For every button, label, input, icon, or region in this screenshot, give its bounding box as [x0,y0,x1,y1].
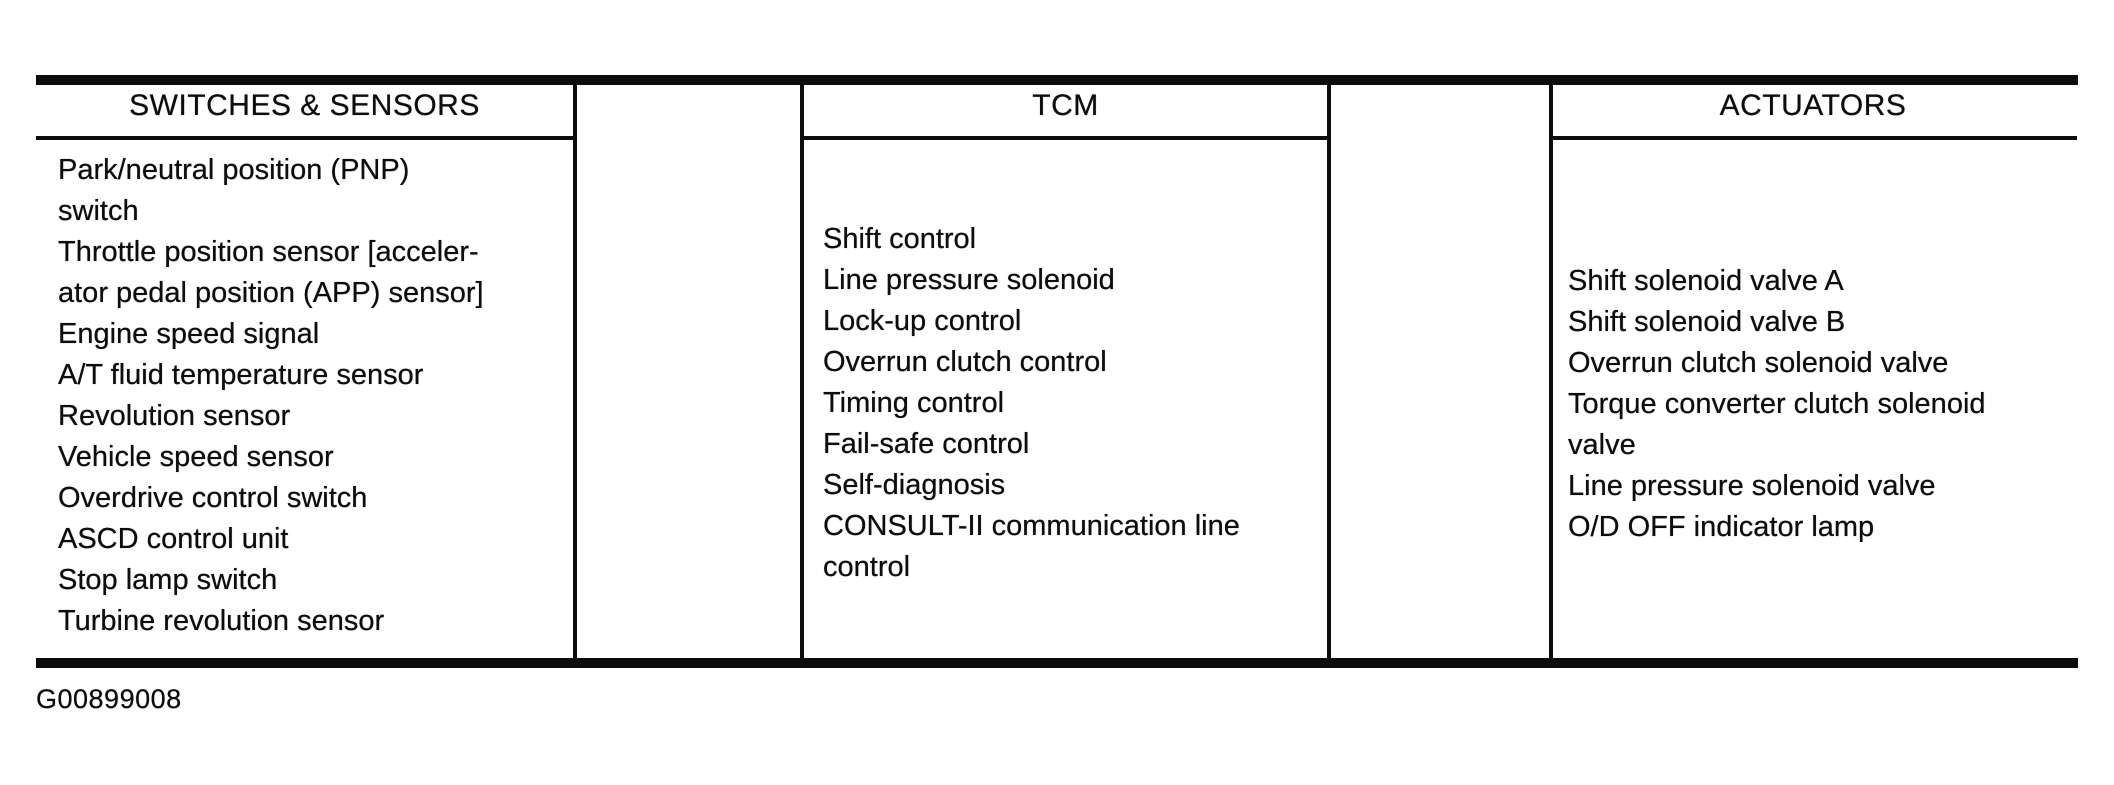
text-line: Torque converter clutch solenoid [1568,388,1986,420]
text-line: Engine speed signal [58,318,320,350]
text-line: Shift solenoid valve B [1568,306,1846,338]
text-line: Overrun clutch control [823,346,1107,378]
header-underline-tcm [800,136,1331,140]
text-line: O/D OFF indicator lamp [1568,511,1875,543]
text-line: Shift solenoid valve A [1568,265,1844,297]
divider-col3-left [1549,80,1553,662]
column-header-actuators: ACTUATORS [1719,89,1907,122]
column-header-tcm: TCM [1032,89,1099,122]
divider-col2-left [800,80,804,662]
text-line: Line pressure solenoid [823,264,1115,296]
text-line: CONSULT-II communication line [823,510,1240,542]
divider-col1-right [573,80,577,662]
column-header-switches-sensors: SWITCHES & SENSORS [129,89,480,122]
text-line: Stop lamp switch [58,564,278,596]
text-line: Self-diagnosis [823,469,1006,501]
text-line: Overdrive control switch [58,482,368,514]
text-line: Throttle position sensor [acceler- [58,236,479,268]
text-line: Turbine revolution sensor [58,605,385,637]
text-line: Shift control [823,223,977,255]
figure-id: G00899008 [36,684,182,714]
text-line: A/T fluid temperature sensor [58,359,424,391]
divider-col2-right [1327,80,1331,662]
text-line: Fail-safe control [823,428,1030,460]
table-bottom-border [36,658,2078,668]
text-line: Vehicle speed sensor [58,441,334,473]
text-line: valve [1568,429,1636,461]
text-line: Lock-up control [823,305,1022,337]
text-line: Line pressure solenoid valve [1568,470,1936,502]
text-line: Revolution sensor [58,400,291,432]
text-line: switch [58,195,139,227]
table-top-border [36,75,2078,85]
header-underline-actuators [1549,136,2077,140]
text-line: Timing control [823,387,1005,419]
text-line: ator pedal position (APP) sensor] [58,277,484,309]
text-line: Overrun clutch solenoid valve [1568,347,1949,379]
text-line: control [823,551,911,583]
actuators-list: Shift solenoid valve A Shift solenoid val… [1568,261,1986,548]
text-line: ASCD control unit [58,523,289,555]
text-line: Park/neutral position (PNP) [58,154,410,186]
header-underline-switches-sensors [36,136,573,140]
